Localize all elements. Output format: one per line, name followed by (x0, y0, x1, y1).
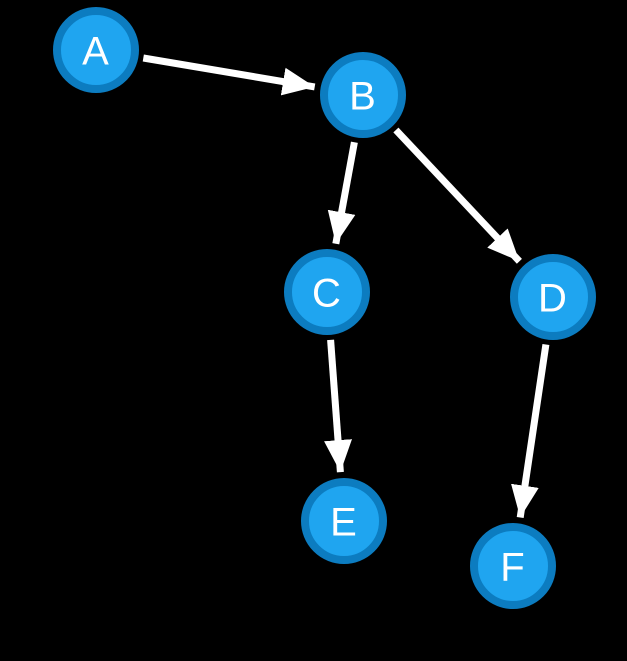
node-circle-E[interactable] (301, 478, 387, 564)
node-circle-A[interactable] (53, 7, 139, 93)
nodes-layer: A B C D EF (53, 7, 596, 609)
edge-C-E (324, 339, 352, 473)
node-A[interactable]: A (53, 7, 139, 93)
node-E[interactable]: E (301, 478, 387, 564)
edge-B-C (327, 141, 358, 245)
edge-B-D (393, 127, 522, 264)
edge-D-F (511, 343, 550, 519)
node-circle-C[interactable] (284, 249, 370, 335)
edges-layer (142, 54, 550, 519)
edge-A-B (142, 54, 316, 96)
node-B[interactable]: B (320, 52, 406, 138)
node-circle-F[interactable] (470, 523, 556, 609)
node-D[interactable]: D (510, 254, 596, 340)
node-F[interactable]: F (470, 523, 556, 609)
node-circle-B[interactable] (320, 52, 406, 138)
node-C[interactable]: C (284, 249, 370, 335)
node-circle-D[interactable] (510, 254, 596, 340)
